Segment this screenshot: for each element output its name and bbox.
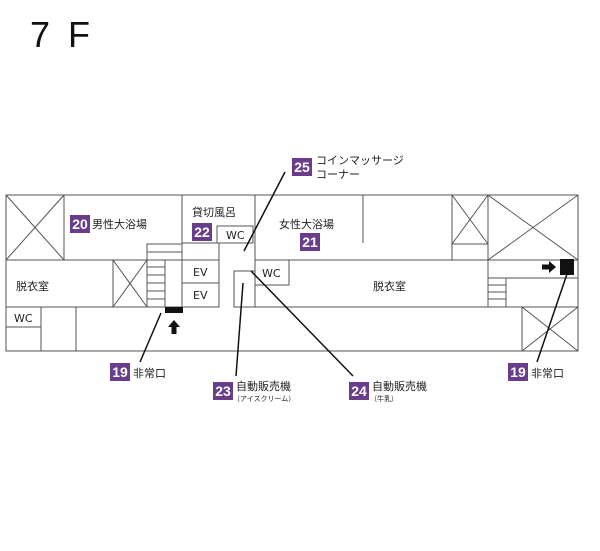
badge-womens-bath: 21 bbox=[300, 233, 320, 251]
void-shaft-left bbox=[5, 194, 65, 261]
floor-title: 7 F bbox=[30, 14, 95, 55]
leader-vending-ice bbox=[235, 282, 244, 377]
vending-area bbox=[233, 270, 256, 308]
callout-exit-right: 19 非常口 bbox=[508, 363, 564, 381]
wc-right-room bbox=[254, 259, 290, 286]
callout-vending-ice: 23 自動販売機 （アイスクリーム） bbox=[213, 379, 295, 403]
callout-massage: 25 コインマッサージ コーナー bbox=[292, 154, 404, 181]
svg-text:23: 23 bbox=[215, 383, 231, 399]
badge-private-bath: 22 bbox=[192, 223, 212, 241]
svg-text:22: 22 bbox=[194, 224, 210, 240]
dressing-room-left-label: 脱衣室 bbox=[16, 279, 49, 293]
svg-text:24: 24 bbox=[351, 383, 367, 399]
emergency-exit-right-mark bbox=[560, 259, 574, 275]
mens-bath-label: 男性大浴場 bbox=[92, 217, 147, 231]
badge-mens-bath: 20 bbox=[70, 215, 90, 233]
void-shaft-bottom-right bbox=[521, 306, 579, 352]
callout-vending-milk: 24 自動販売機 （牛乳） bbox=[349, 379, 427, 403]
vending-milk-sublabel: （牛乳） bbox=[370, 394, 398, 403]
svg-text:25: 25 bbox=[294, 159, 310, 175]
massage-label-line1: コインマッサージ bbox=[316, 154, 404, 167]
svg-text:19: 19 bbox=[510, 364, 526, 380]
leader-massage bbox=[243, 171, 286, 252]
svg-text:19: 19 bbox=[112, 364, 128, 380]
vending-ice-sublabel: （アイスクリーム） bbox=[233, 395, 295, 403]
exit-right-label: 非常口 bbox=[531, 367, 564, 380]
svg-text:20: 20 bbox=[72, 216, 88, 232]
leader-exit-right bbox=[536, 273, 568, 363]
exit-left-label: 非常口 bbox=[133, 367, 166, 380]
elevator-top-label: EV bbox=[193, 266, 208, 279]
elevator-bottom-label: EV bbox=[193, 289, 208, 302]
massage-label-line2: コーナー bbox=[316, 168, 360, 181]
arrow-up-icon bbox=[168, 320, 180, 334]
arrow-right-icon bbox=[542, 261, 556, 273]
vending-ice-label: 自動販売機 bbox=[236, 379, 291, 393]
dressing-room-right-label: 脱衣室 bbox=[373, 279, 406, 293]
callout-exit-left: 19 非常口 bbox=[110, 363, 166, 381]
emergency-exit-left-mark bbox=[165, 307, 183, 313]
leader-vending-milk bbox=[250, 270, 354, 377]
wc-left-label: WC bbox=[14, 312, 33, 325]
private-bath-label: 貸切風呂 bbox=[192, 205, 236, 219]
wc-right-label: WC bbox=[262, 267, 281, 280]
womens-bath-label: 女性大浴場 bbox=[279, 217, 334, 231]
svg-text:21: 21 bbox=[302, 234, 318, 250]
vending-milk-label: 自動販売機 bbox=[372, 379, 427, 393]
leader-exit-left bbox=[139, 312, 162, 363]
wc-center-label: WC bbox=[226, 229, 245, 242]
